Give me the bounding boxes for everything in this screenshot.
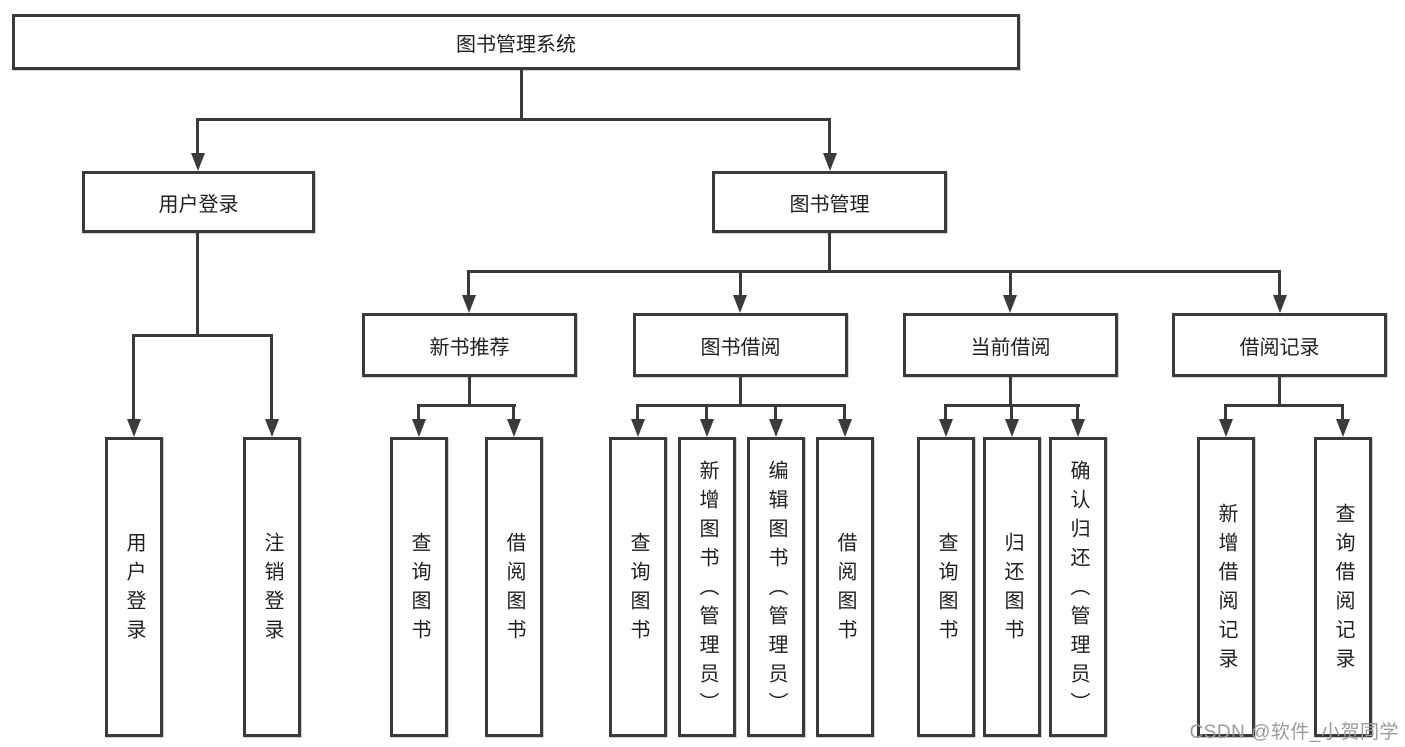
connector-vline: [944, 404, 947, 420]
leaf-add-books-admin: 新增图书（管理员）: [678, 437, 736, 737]
connector-vline: [705, 404, 708, 420]
leaf-logout: 注销登录: [243, 437, 301, 737]
connector-vline: [1278, 270, 1281, 296]
arrow-down: [462, 295, 476, 313]
leaf-query-books-current: 查询图书: [917, 437, 975, 737]
leaf-return-books: 归还图书: [983, 437, 1041, 737]
csdn-watermark: CSDN @软件_小贺同学: [1189, 722, 1399, 743]
node-book-management: 图书管理: [712, 171, 947, 233]
arrow-down: [939, 419, 953, 437]
arrow-down: [507, 419, 521, 437]
connector-vline: [1010, 404, 1013, 420]
connector-vline: [1009, 270, 1012, 296]
leaf-query-borrow-record: 查询借阅记录: [1314, 437, 1372, 737]
arrow-down: [265, 419, 279, 437]
arrow-down: [1003, 295, 1017, 313]
connector-vline: [843, 404, 846, 420]
arrow-down: [838, 419, 852, 437]
connector-hline: [132, 334, 273, 337]
connector-hline: [636, 404, 846, 407]
arrow-down: [191, 153, 205, 171]
leaf-query-books-borrow: 查询图书: [609, 437, 667, 737]
arrow-down: [1336, 419, 1350, 437]
connector-vline: [1009, 377, 1012, 407]
leaf-add-borrow-record: 新增借阅记录: [1197, 437, 1255, 737]
connector-vline: [828, 233, 831, 273]
leaf-user-login: 用户登录: [105, 437, 163, 737]
connector-hline: [1224, 404, 1344, 407]
connector-vline: [520, 70, 523, 121]
connector-vline: [1224, 404, 1227, 420]
connector-vline: [774, 404, 777, 420]
connector-vline: [417, 404, 420, 420]
connector-vline: [468, 377, 471, 407]
arrow-down: [769, 419, 783, 437]
connector-vline: [1278, 377, 1281, 407]
connector-hline: [467, 270, 1281, 273]
arrow-down: [1273, 295, 1287, 313]
leaf-query-books-recommend: 查询图书: [390, 437, 448, 737]
connector-vline: [1076, 404, 1079, 420]
connector-vline: [196, 233, 199, 337]
connector-vline: [828, 118, 831, 154]
connector-hline: [196, 118, 831, 121]
connector-vline: [1341, 404, 1344, 420]
connector-vline: [196, 118, 199, 154]
node-user-login: 用户登录: [82, 171, 315, 233]
node-new-book-recommend: 新书推荐: [362, 313, 577, 377]
node-current-borrow: 当前借阅: [903, 313, 1118, 377]
leaf-borrow-books: 借阅图书: [816, 437, 874, 737]
leaf-edit-books-admin: 编辑图书（管理员）: [747, 437, 805, 737]
arrow-down: [700, 419, 714, 437]
connector-vline: [636, 404, 639, 420]
connector-vline: [132, 334, 135, 420]
connector-vline: [467, 270, 470, 296]
leaf-confirm-return-admin: 确认归还（管理员）: [1049, 437, 1107, 737]
node-borrow-records: 借阅记录: [1172, 313, 1387, 377]
connector-vline: [270, 334, 273, 420]
arrow-down: [1005, 419, 1019, 437]
node-root: 图书管理系统: [12, 14, 1020, 70]
connector-vline: [739, 270, 742, 296]
leaf-borrow-books-recommend: 借阅图书: [485, 437, 543, 737]
arrow-down: [631, 419, 645, 437]
connector-vline: [739, 377, 742, 407]
arrow-down: [412, 419, 426, 437]
node-book-borrow: 图书借阅: [633, 313, 848, 377]
connector-vline: [512, 404, 515, 420]
arrow-down: [823, 153, 837, 171]
connector-hline: [417, 404, 516, 407]
arrow-down: [733, 295, 747, 313]
arrow-down: [1219, 419, 1233, 437]
arrow-down: [1071, 419, 1085, 437]
arrow-down: [127, 419, 141, 437]
